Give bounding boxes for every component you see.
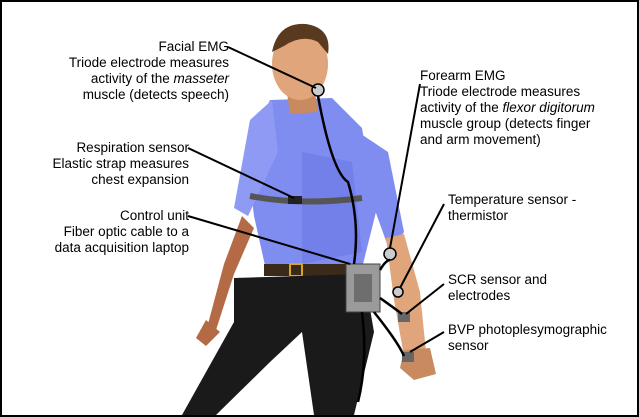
leader-forearm [390,84,420,248]
facial-emg-line2: Triode electrode measures [69,55,229,71]
leader-scr [406,284,444,314]
temperature-line2: thermistor [448,208,576,224]
label-respiration-sensor: Respiration sensor Elastic strap measure… [52,140,189,188]
scr-line1: SCR sensor and [448,272,547,288]
respiration-title: Respiration sensor [52,140,189,156]
forearm-emg-line2: Triode electrode measures [420,84,595,100]
respiration-line2: Elastic strap measures [52,156,189,172]
bvp-line1: BVP photoplesymographic [448,322,607,338]
control-title: Control unit [55,208,189,224]
forearm-emg-muscle: flexor digitorum [503,100,595,115]
label-control-unit: Control unit Fiber optic cable to a data… [55,208,189,256]
leader-temperature [400,204,444,288]
label-facial-emg: Facial EMG Triode electrode measures act… [69,39,229,103]
label-scr-sensor: SCR sensor and electrodes [448,272,547,304]
scr-line2: electrodes [448,288,547,304]
control-line2: Fiber optic cable to a [55,224,189,240]
facial-emg-line3: activity of the masseter [69,71,229,87]
forearm-emg-line4: muscle group (detects finger [420,116,595,132]
forearm-emg-title: Forearm EMG [420,68,595,84]
respiration-line3: chest expansion [52,172,189,188]
temperature-line1: Temperature sensor - [448,192,576,208]
forearm-emg-line3: activity of the flexor digitorum [420,100,595,116]
label-temperature-sensor: Temperature sensor - thermistor [448,192,576,224]
facial-emg-line4: muscle (detects speech) [69,87,229,103]
bvp-line2: sensor [448,338,607,354]
control-line3: data acquisition laptop [55,240,189,256]
facial-emg-title: Facial EMG [69,39,229,55]
leader-respiration [188,148,294,198]
leader-facial [228,47,316,88]
label-forearm-emg: Forearm EMG Triode electrode measures ac… [420,68,595,148]
leader-control [188,216,350,264]
leader-bvp [410,332,444,352]
facial-emg-muscle: masseter [173,71,229,86]
label-bvp-sensor: BVP photoplesymographic sensor [448,322,607,354]
forearm-emg-line5: and arm movement) [420,132,595,148]
